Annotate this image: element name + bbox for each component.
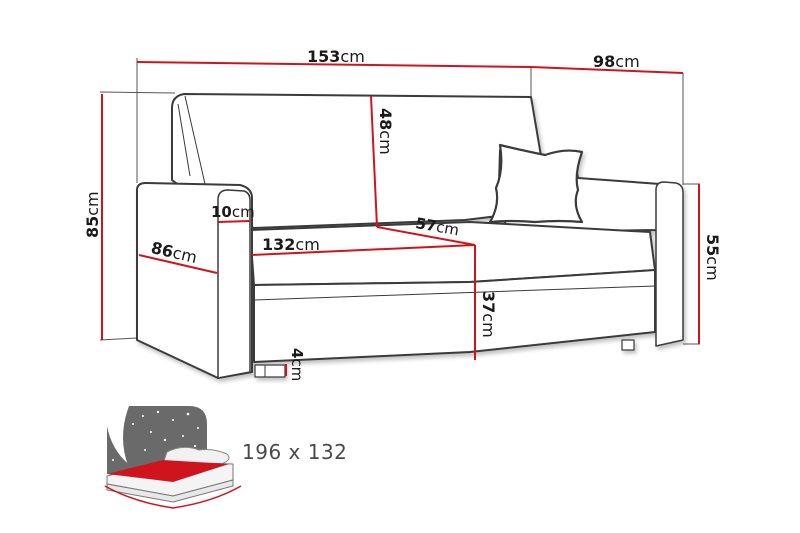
label-armrest-width: 10cm [211, 205, 255, 220]
depth-unit: cm [615, 52, 640, 71]
sofa-backrest [171, 93, 542, 229]
width-value: 153 [307, 47, 341, 66]
bed-night-icon [104, 406, 242, 509]
backrest-unit: cm [376, 130, 395, 155]
label-height-total: 85cm [83, 191, 102, 238]
sofa-drawing [136, 93, 684, 379]
width-unit: cm [340, 47, 365, 66]
seat-height-value: 37 [479, 291, 498, 314]
armrest-width-value: 10 [211, 203, 232, 221]
label-backrest-height: 48cm [376, 108, 395, 155]
label-armrest-height: 55cm [703, 234, 722, 281]
pillow [488, 143, 584, 224]
seat-depth-unit: cm [434, 217, 461, 240]
seat-height-unit: cm [479, 313, 498, 338]
label-seat-width: 132cm [262, 237, 320, 253]
label-seat-height: 37cm [479, 291, 498, 338]
extension-lines [99, 58, 700, 345]
backrest-value: 48 [376, 108, 395, 131]
armrest-width-unit: cm [231, 203, 255, 221]
seat-width-value: 132 [262, 235, 296, 254]
dim-depth-line [530, 66, 684, 74]
right-leg [621, 339, 635, 351]
dim-backrest-line [370, 95, 378, 228]
dim-armrest-depth-line [138, 254, 218, 274]
sofa-base [253, 269, 656, 363]
dim-width-line [136, 61, 532, 68]
dim-seat-depth-line [376, 226, 476, 246]
leg-height-value: 4 [288, 348, 306, 359]
depth-value: 98 [593, 52, 616, 71]
label-leg-height: 4cm [288, 348, 306, 382]
dim-armrest-width-line [217, 220, 251, 223]
seat-width-unit: cm [295, 235, 320, 254]
label-width-total: 153cm [307, 49, 365, 65]
label-depth-total: 98cm [593, 54, 640, 70]
armrest-height-value: 55 [703, 234, 722, 257]
height-unit: cm [83, 191, 102, 216]
dimension-lines [101, 61, 700, 376]
armrest-height-unit: cm [703, 256, 722, 281]
leg-height-unit: cm [288, 358, 306, 382]
sleeping-area-label: 196 x 132 [242, 440, 348, 464]
left-leg [254, 364, 286, 378]
right-armrest [655, 181, 684, 347]
dim-seat-width-line [251, 244, 476, 256]
height-value: 85 [83, 215, 102, 238]
